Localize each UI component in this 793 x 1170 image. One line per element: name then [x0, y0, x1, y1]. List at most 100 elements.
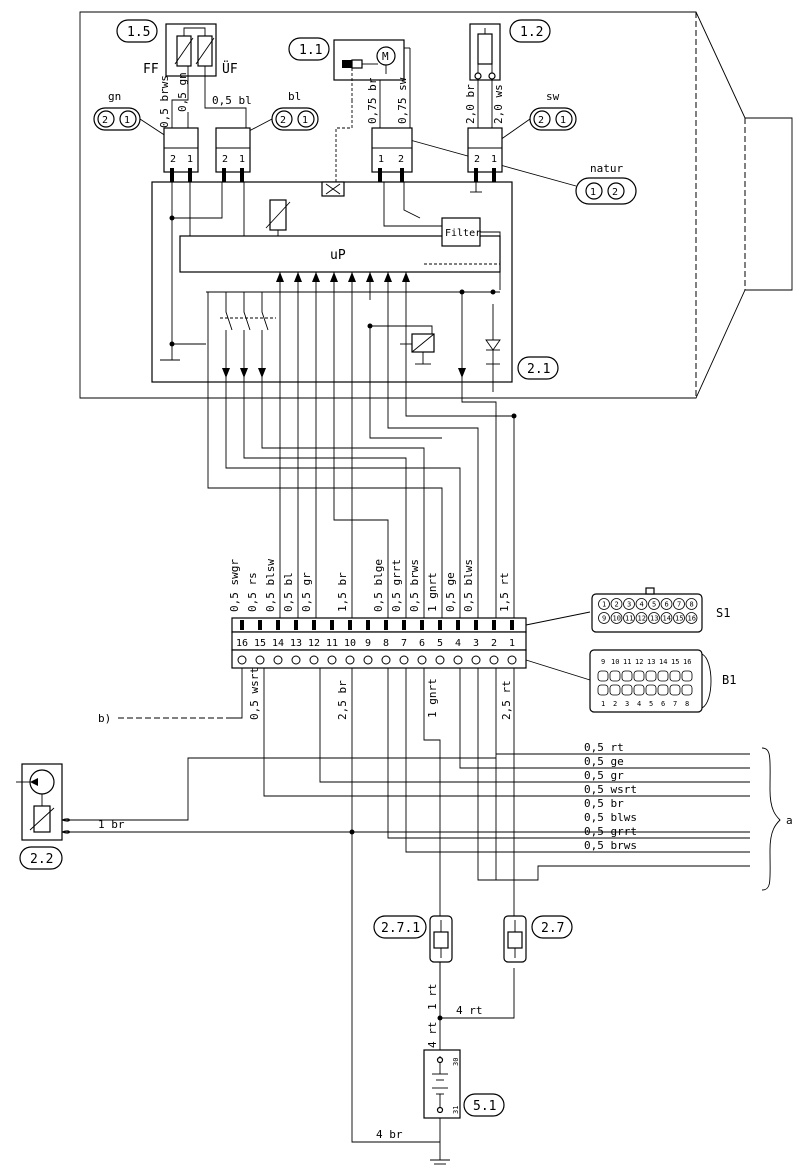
blower-motor: [333, 39, 411, 186]
connector-socket: [417, 655, 427, 665]
s1-pin-number: 13: [650, 615, 658, 623]
svg-text:1: 1: [491, 154, 497, 165]
bus-wire-label: 0,5 rt: [584, 741, 624, 754]
s1-pin-number: 6: [665, 601, 669, 609]
b1-pin: [609, 670, 621, 682]
s1-pin-number: 5: [652, 601, 656, 609]
battery: [423, 1049, 461, 1119]
b1-pin-number: 5: [649, 700, 653, 708]
s1-pin-number: 8: [690, 601, 694, 609]
connector-socket: [327, 655, 337, 665]
svg-text:1: 1: [124, 115, 130, 126]
connector-pin-number: 13: [290, 638, 302, 649]
upper-wire-labels: 0,5 brws 0,5 gn 0,5 bl 0,75 br 0,75 sw 2…: [158, 72, 505, 128]
fuse-2-7: [503, 915, 527, 963]
terminal-30: 30: [452, 1058, 460, 1066]
connector-pin-number: 15: [254, 638, 266, 649]
component-labels: [19, 19, 573, 1117]
fuse-2-7-1: [429, 915, 453, 963]
connector-pin-number: 2: [491, 638, 497, 649]
connector-socket: [471, 655, 481, 665]
connector-pin-number: 10: [344, 638, 356, 649]
connector-pin-number: 9: [365, 638, 371, 649]
connector-pin-blade: [294, 620, 298, 630]
connector-wire-label: 0,5 gr: [300, 572, 313, 612]
svg-text:2: 2: [612, 187, 618, 198]
connector-pin-blade: [492, 620, 496, 630]
connector-pin-blade: [312, 620, 316, 630]
connector-pin-number: 4: [455, 638, 461, 649]
label-b1: B1: [722, 673, 736, 687]
connector-wire-label: 0,5 brws: [408, 559, 421, 612]
s1-pin: [598, 612, 610, 624]
s1-pin: [610, 598, 623, 610]
b1-pin: [657, 684, 669, 696]
bus-wire-label: 0,5 ge: [584, 755, 624, 768]
connector-pin-blade: [438, 620, 442, 630]
svg-text:1: 1: [187, 154, 193, 165]
wire-05brws: 0,5 brws: [158, 75, 171, 128]
svg-text:1: 1: [590, 187, 596, 198]
b1-pin-number: 7: [673, 700, 677, 708]
b1-pin-number: 14: [659, 658, 667, 666]
connector-pin-number: 11: [326, 638, 338, 649]
s1-pin: [685, 612, 698, 624]
connector-wire-label: 0,5 blws: [462, 559, 475, 612]
connector-socket: [273, 655, 283, 665]
connector-socket: [291, 655, 301, 665]
bus-wire-label: 0,5 grrt: [584, 825, 637, 838]
connector-pin-blade: [348, 620, 352, 630]
connector-wire-label: 0,5 ge: [444, 572, 457, 612]
control-unit: [151, 181, 517, 419]
s1-pin: [660, 598, 673, 610]
connector-socket: [309, 655, 319, 665]
bus-wire-label: 0,5 br: [584, 797, 624, 810]
b1-pin-number: 9: [601, 658, 605, 666]
connector-pin-blade: [240, 620, 244, 630]
connector-pin-number: 5: [437, 638, 443, 649]
wire-05bl: 0,5 bl: [212, 94, 252, 107]
s1-pin-number: 9: [602, 615, 606, 623]
b1-pin: [669, 670, 681, 682]
connector-pin-blade: [276, 620, 280, 630]
wire-20ws: 2,0 ws: [492, 84, 505, 124]
wire-4rt-h: 4 rt: [456, 1004, 483, 1017]
component-2-7: 2.7: [541, 921, 564, 936]
b1-pin-number: 4: [637, 700, 641, 708]
s1-pin-number: 3: [627, 601, 631, 609]
glow-plug: [469, 23, 501, 128]
s1-pin: [635, 612, 648, 624]
s1-pin: [648, 598, 660, 610]
connector-pin-blade: [510, 620, 514, 630]
component-2-7-1: 2.7.1: [381, 921, 420, 936]
connector-socket: [507, 655, 517, 665]
bus-brace: [761, 747, 781, 891]
wire-4br: 4 br: [376, 1128, 403, 1141]
microprocessor-label: uP: [330, 248, 346, 263]
connector-wire-label: 0,5 bl: [282, 572, 295, 612]
b1-pin-number: 6: [661, 700, 665, 708]
b1-pin: [633, 684, 645, 696]
lower-wire-labels: 0,5 wsrt 2,5 br 1 gnrt 2,5 rt 1 br 1 rt …: [98, 667, 513, 1141]
connector-socket: [399, 655, 409, 665]
filter-label: Filter: [445, 228, 481, 239]
connector-pin-number: 3: [473, 638, 479, 649]
b1-pin-number: 15: [671, 658, 679, 666]
bus-wire-label: 0,5 wsrt: [584, 783, 637, 796]
b1-pin: [597, 684, 609, 696]
wire-05wsrt: 0,5 wsrt: [248, 667, 261, 720]
connector-pin-number: 7: [401, 638, 407, 649]
b1-pin-number: 8: [685, 700, 689, 708]
overheat-sensor-unit: [165, 23, 217, 92]
connector-pin-blade: [456, 620, 460, 630]
main-connector: [231, 611, 591, 681]
component-1-1: 1.1: [299, 43, 322, 58]
svg-text:1: 1: [239, 154, 245, 165]
svg-text:2: 2: [170, 154, 176, 165]
label-bl: bl: [288, 90, 301, 103]
component-5-1: 5.1: [473, 1099, 496, 1114]
label-natur: natur: [590, 162, 623, 175]
svg-text:1: 1: [302, 115, 308, 126]
